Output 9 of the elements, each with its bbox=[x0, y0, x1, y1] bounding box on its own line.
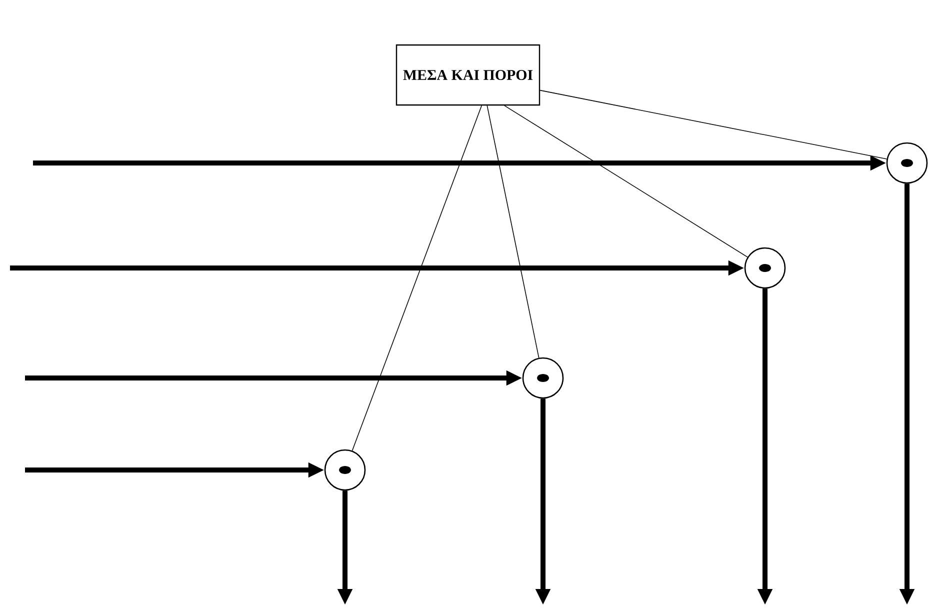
circle-node bbox=[324, 449, 366, 491]
circle-node bbox=[522, 357, 564, 399]
connector-line bbox=[540, 90, 888, 160]
circle-node bbox=[886, 142, 928, 184]
process-box: ΜΕΣΑ ΚΑΙ ΠΟΡΟΙ bbox=[396, 44, 540, 106]
connector-line bbox=[486, 105, 540, 358]
connector-line bbox=[352, 105, 482, 452]
connector-line bbox=[504, 105, 748, 258]
circle-node bbox=[744, 247, 786, 289]
